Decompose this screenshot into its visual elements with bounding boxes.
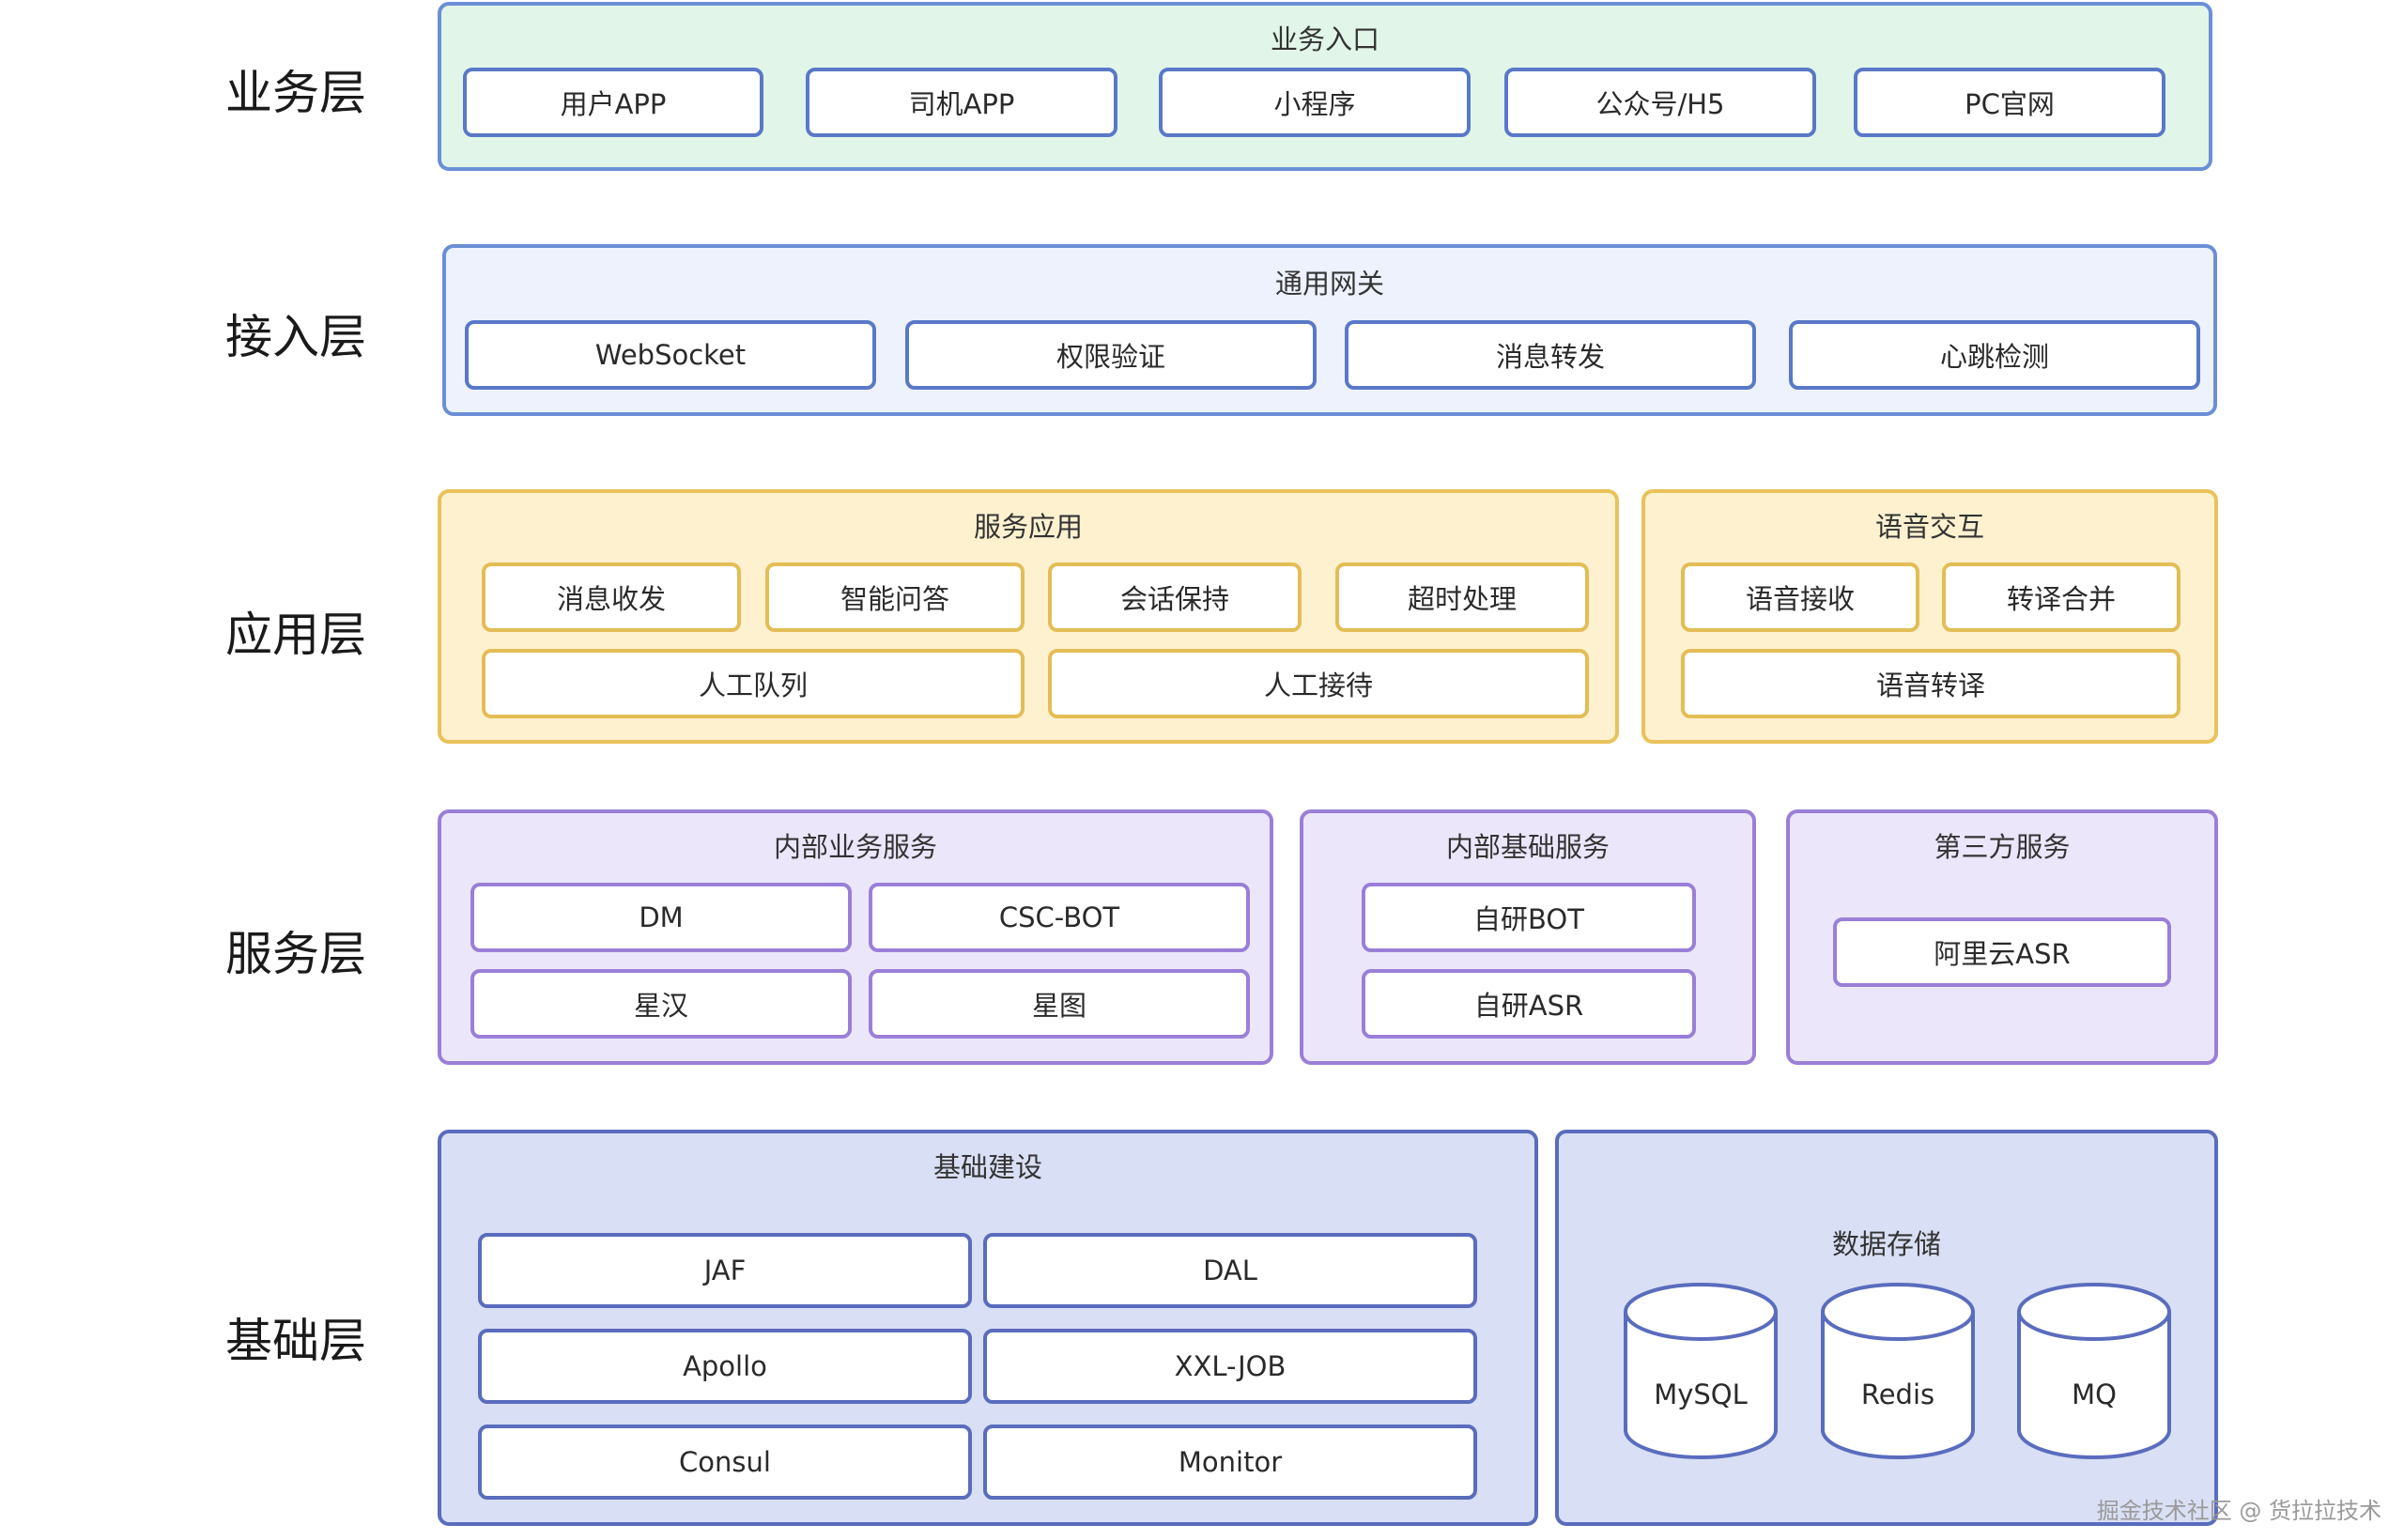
entry-item: 司机APP <box>806 68 1117 137</box>
app-item: 人工队列 <box>482 649 1025 718</box>
app-item: 消息收发 <box>482 562 741 632</box>
panel-title: 业务入口 <box>1270 23 1379 55</box>
layer-label-business: 业务层 <box>225 66 366 120</box>
app-item: 超时处理 <box>1335 562 1589 632</box>
mysql-database-icon: MySQL <box>1623 1282 1779 1460</box>
storage-item: Redis <box>1860 1378 1935 1410</box>
watermark: 掘金技术社区 @ 货拉拉技术 <box>2096 1498 2381 1524</box>
internal-business-item: DM <box>470 883 852 952</box>
panel-title: 数据存储 <box>1831 1228 1941 1260</box>
infrastructure-item: XXL-JOB <box>983 1329 1477 1404</box>
business-entry-panel: 业务入口 用户APP 司机APP 小程序 公众号/H5 PC官网 <box>438 2 2212 171</box>
infrastructure-item: Monitor <box>983 1424 1477 1500</box>
internal-base-item: 自研BOT <box>1362 883 1696 952</box>
storage-panel: 数据存储 MySQL Redis MQ <box>1555 1130 2218 1526</box>
layer-label-application: 应用层 <box>225 608 366 662</box>
panel-title: 通用网关 <box>1274 268 1384 300</box>
infrastructure-item: Consul <box>478 1424 972 1500</box>
layer-label-access: 接入层 <box>225 310 366 364</box>
infrastructure-panel: 基础建设 JAF DAL Apollo XXL-JOB Consul Monit… <box>438 1130 1538 1526</box>
storage-item: MQ <box>2072 1378 2117 1410</box>
voice-item: 语音接收 <box>1681 562 1919 632</box>
app-item: 智能问答 <box>765 562 1025 632</box>
app-item: 人工接待 <box>1048 649 1589 718</box>
voice-item: 转译合并 <box>1942 562 2181 632</box>
gateway-item: 心跳检测 <box>1789 320 2200 390</box>
panel-title: 内部基础服务 <box>1445 831 1610 863</box>
infrastructure-item: Apollo <box>478 1329 972 1404</box>
entry-item: 用户APP <box>463 68 763 137</box>
third-party-panel: 第三方服务 阿里云ASR <box>1786 809 2218 1065</box>
entry-item: 公众号/H5 <box>1504 68 1816 137</box>
entry-item: 小程序 <box>1159 68 1471 137</box>
internal-base-panel: 内部基础服务 自研BOT 自研ASR <box>1300 809 1756 1065</box>
service-app-panel: 服务应用 消息收发 智能问答 会话保持 超时处理 人工队列 人工接待 <box>438 489 1619 744</box>
infrastructure-item: DAL <box>983 1233 1477 1308</box>
internal-base-item: 自研ASR <box>1362 969 1696 1039</box>
third-party-item: 阿里云ASR <box>1833 917 2171 987</box>
internal-business-item: CSC-BOT <box>869 883 1250 952</box>
mq-database-icon: MQ <box>2016 1282 2172 1460</box>
voice-item: 语音转译 <box>1681 649 2181 718</box>
gateway-item: 权限验证 <box>905 320 1317 390</box>
gateway-item: WebSocket <box>465 320 876 390</box>
layer-label-foundation: 基础层 <box>225 1314 366 1368</box>
app-item: 会话保持 <box>1048 562 1302 632</box>
voice-panel: 语音交互 语音接收 转译合并 语音转译 <box>1641 489 2218 744</box>
infrastructure-item: JAF <box>478 1233 972 1308</box>
gateway-item: 消息转发 <box>1345 320 1756 390</box>
panel-title: 基础建设 <box>932 1151 1042 1183</box>
storage-item: MySQL <box>1654 1378 1748 1410</box>
panel-title: 语音交互 <box>1874 511 1984 543</box>
layer-label-service: 服务层 <box>225 927 366 981</box>
internal-business-item: 星图 <box>869 969 1250 1039</box>
entry-item: PC官网 <box>1854 68 2165 137</box>
internal-business-item: 星汉 <box>470 969 852 1039</box>
internal-business-panel: 内部业务服务 DM CSC-BOT 星汉 星图 <box>438 809 1273 1065</box>
gateway-panel: 通用网关 WebSocket 权限验证 消息转发 心跳检测 <box>442 244 2217 416</box>
redis-database-icon: Redis <box>1820 1282 1976 1460</box>
panel-title: 第三方服务 <box>1934 831 2071 863</box>
panel-title: 服务应用 <box>973 511 1083 543</box>
panel-title: 内部业务服务 <box>773 831 937 863</box>
